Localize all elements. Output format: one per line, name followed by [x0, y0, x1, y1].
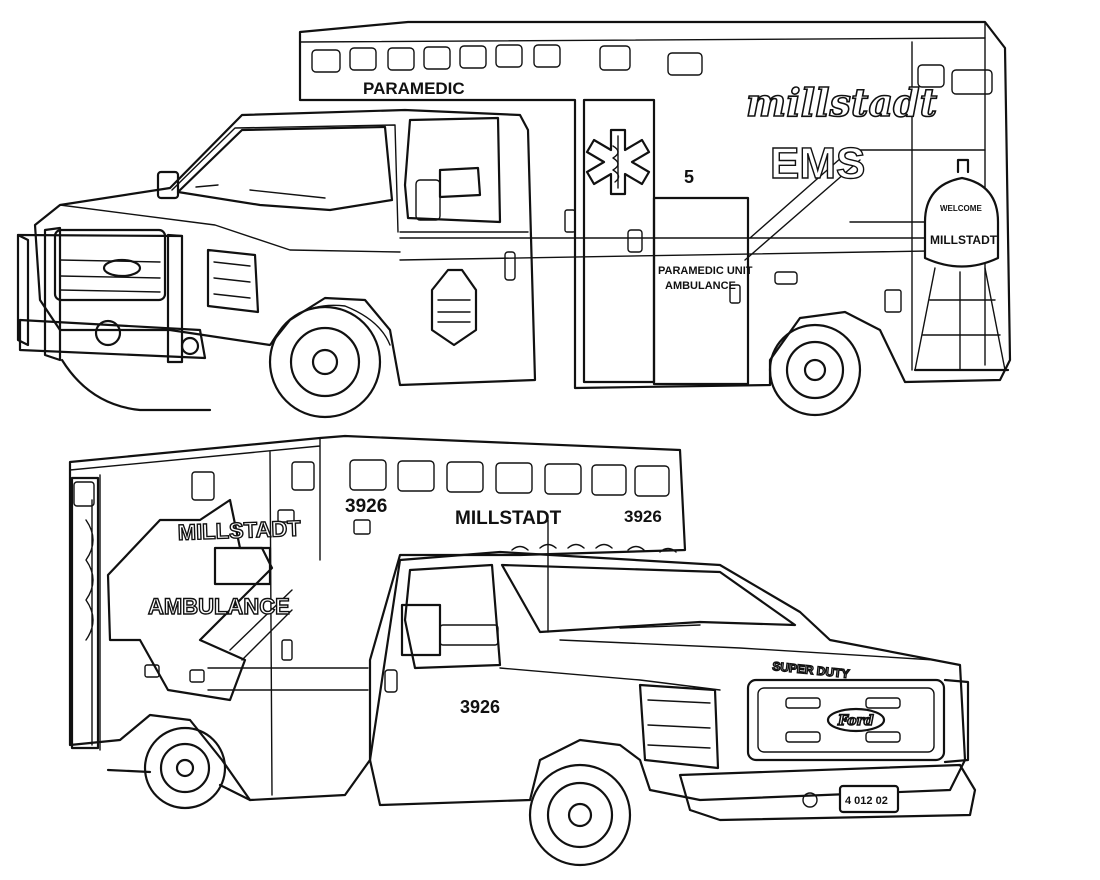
- bottom-front-grille: [746, 678, 946, 762]
- star-of-life-icon: [585, 128, 651, 196]
- bottom-side-word: AMBULANCE: [148, 594, 290, 619]
- bottom-ambulance: [68, 434, 977, 867]
- top-headlight: [206, 248, 260, 314]
- water-tower-icon: [913, 158, 1010, 372]
- bottom-box-marker-lights: [73, 459, 670, 683]
- water-tower-top-text: WELCOME: [940, 204, 982, 213]
- bottom-license-plate: [838, 784, 900, 814]
- bottom-cab: [368, 550, 967, 807]
- bottom-cab-window: [403, 563, 502, 670]
- top-windshield: [176, 125, 394, 212]
- bottom-plate-text: 4 012 02: [845, 795, 888, 807]
- bottom-unit-number-right: 3926: [624, 507, 662, 526]
- top-door-emblem-icon: [430, 268, 478, 347]
- top-ems-label: EMS: [770, 139, 865, 188]
- bottom-side-mirror: [400, 603, 442, 657]
- bottom-roof-lights: [511, 543, 677, 553]
- bottom-side-name: MILLSTADT: [177, 516, 301, 545]
- top-side-panel-line2: AMBULANCE: [665, 280, 736, 292]
- top-box-marker-lights: [311, 44, 993, 95]
- top-front-bumper: [18, 318, 207, 360]
- bottom-headlight: [638, 683, 720, 770]
- bottom-door-number: 3926: [460, 697, 500, 717]
- bottom-grille-badge: Ford: [837, 713, 874, 729]
- bottom-front-wheel: [528, 763, 632, 867]
- top-side-mirror: [156, 170, 180, 200]
- top-ambulance: [16, 20, 1012, 419]
- top-unit-number: 5: [684, 167, 694, 187]
- top-side-panel-line1: PARAMEDIC UNIT: [658, 265, 753, 277]
- top-logo-script: millstadt: [746, 80, 938, 125]
- water-tower-name: MILLSTADT: [930, 233, 998, 247]
- bottom-unit-number-left: 3926: [345, 496, 387, 517]
- top-cab: [33, 108, 537, 387]
- bottom-box-label: MILLSTADT: [455, 508, 562, 529]
- top-box-label: PARAMEDIC: [363, 79, 465, 98]
- top-front-wheel: [268, 304, 391, 419]
- bottom-side-window: [213, 546, 272, 586]
- bottom-rear-wheel: [143, 726, 227, 810]
- bottom-windshield: [500, 563, 797, 634]
- top-front-grille: [16, 226, 207, 364]
- bottom-side-cross-graphic: [106, 498, 274, 702]
- top-cab-window: [403, 116, 502, 224]
- bottom-staff-icon: [85, 499, 94, 746]
- top-side-compartment: [652, 196, 750, 386]
- bottom-rear-door: [70, 476, 100, 750]
- top-tire-shadow: [60, 358, 212, 412]
- ford-oval-icon: [826, 707, 886, 733]
- bottom-front-bumper: [678, 763, 977, 822]
- top-box-body: [298, 20, 1012, 390]
- top-rear-wheel: [768, 323, 862, 417]
- bottom-hood-badge: SUPER DUTY: [772, 659, 850, 681]
